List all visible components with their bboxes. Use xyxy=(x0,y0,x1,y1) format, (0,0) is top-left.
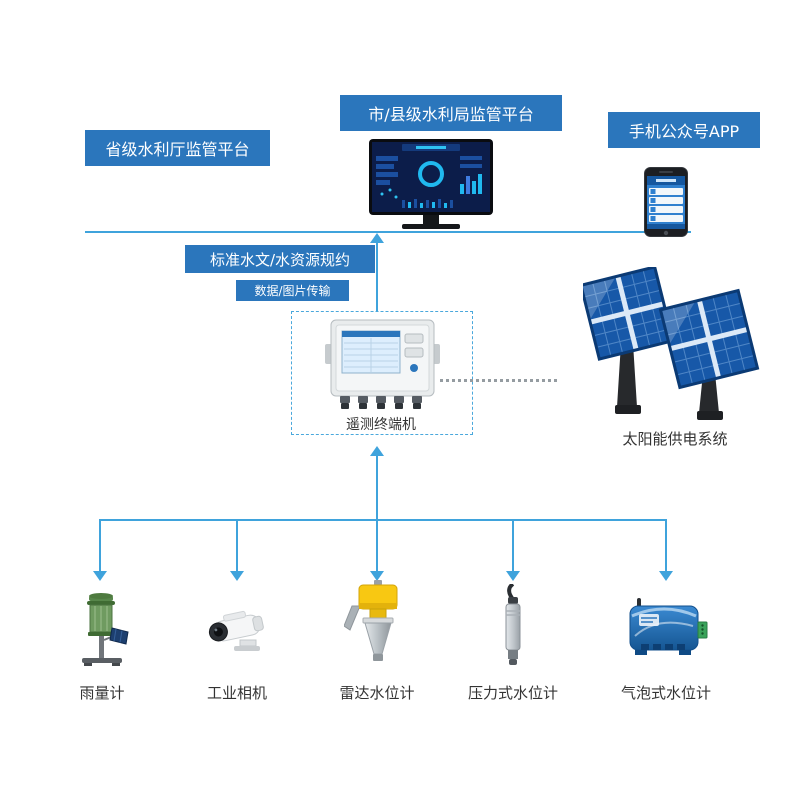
rtu-antenna-cable xyxy=(440,379,557,382)
drop-arrow-pressure-icon xyxy=(506,571,520,581)
drop-arrow-radar-icon xyxy=(370,571,384,581)
sensor-label-pressure: 压力式水位计 xyxy=(467,684,558,702)
pressure-level-gauge-icon xyxy=(497,582,529,670)
rtu-downlink-line xyxy=(376,456,378,520)
drop-line-bubble xyxy=(665,519,667,572)
drop-line-rain-gauge xyxy=(99,519,101,572)
solar-panels-icon xyxy=(579,265,763,425)
smartphone-icon xyxy=(644,167,688,237)
drop-line-radar xyxy=(376,519,378,572)
backbone-line xyxy=(85,231,691,233)
drop-arrow-rain-gauge-icon xyxy=(93,571,107,581)
sensor-label-bubble: 气泡式水位计 xyxy=(620,684,711,702)
rtu-dashed-frame xyxy=(291,311,473,435)
bubble-level-gauge-icon xyxy=(627,596,709,660)
rtu-label: 遥测终端机 xyxy=(346,417,416,433)
solar-label: 太阳能供电系统 xyxy=(622,430,728,448)
protocol-label: 标准水文/水资源规约 xyxy=(185,245,375,273)
node-provincial-platform: 省级水利厅监管平台 xyxy=(85,130,270,166)
node-mobile-app: 手机公众号APP xyxy=(608,112,760,148)
sensor-bus-line xyxy=(99,519,667,521)
sensor-label-camera: 工业相机 xyxy=(206,684,267,702)
radar-level-gauge-icon xyxy=(343,580,410,670)
monitor-uplink-line xyxy=(376,243,378,311)
rtu-device-icon xyxy=(325,318,440,412)
rain-gauge-icon xyxy=(74,588,130,668)
node-city-county-platform: 市/县级水利局监管平台 xyxy=(340,95,562,131)
transfer-label: 数据/图片传输 xyxy=(236,280,349,301)
rtu-uplink-arrow-icon xyxy=(370,446,384,456)
industrial-camera-icon xyxy=(204,602,270,654)
sensor-label-radar: 雷达水位计 xyxy=(339,684,415,702)
dashboard-monitor-icon xyxy=(369,139,493,229)
drop-line-camera xyxy=(236,519,238,572)
monitor-uplink-arrow-icon xyxy=(370,233,384,243)
drop-arrow-bubble-icon xyxy=(659,571,673,581)
drop-arrow-camera-icon xyxy=(230,571,244,581)
sensor-label-rain-gauge: 雨量计 xyxy=(79,684,125,702)
drop-line-pressure xyxy=(512,519,514,572)
